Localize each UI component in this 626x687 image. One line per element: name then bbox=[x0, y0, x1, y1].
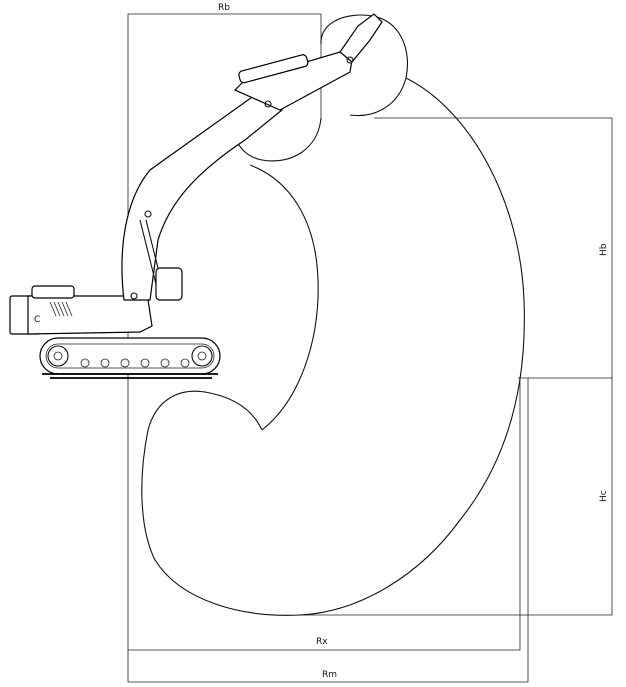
track-inner bbox=[45, 343, 215, 369]
manufacturer-badge: C bbox=[34, 315, 40, 325]
hb-dimension-frame bbox=[374, 117, 613, 378]
track-rollers bbox=[47, 345, 213, 368]
rm-dimension-frame bbox=[127, 378, 529, 683]
working-envelope bbox=[141, 14, 525, 616]
label-rm: Rm bbox=[322, 670, 337, 680]
bucket-tip-arc bbox=[320, 14, 409, 117]
dimension-labels: Rb Hb Hc Rx Rm bbox=[218, 3, 609, 680]
excavator-machine: C bbox=[9, 13, 383, 379]
label-rx: Rx bbox=[316, 637, 328, 647]
boom-foot-pin bbox=[130, 292, 138, 300]
bucket-pin bbox=[346, 56, 354, 64]
upper-structure bbox=[27, 295, 153, 335]
arm-cylinder bbox=[238, 54, 309, 84]
hc-dimension-frame bbox=[300, 378, 613, 616]
track-frame bbox=[39, 337, 221, 375]
hood-grille bbox=[49, 301, 73, 317]
engine-hood bbox=[31, 285, 75, 299]
rx-dimension-frame bbox=[127, 378, 521, 651]
track-grousers bbox=[42, 373, 218, 379]
inner-digging-curve bbox=[249, 164, 319, 431]
arm-pin bbox=[264, 100, 272, 108]
label-hb: Hb bbox=[599, 243, 609, 256]
label-hc: Hc bbox=[599, 490, 609, 502]
boom-cylinder-pin bbox=[144, 210, 152, 218]
boom bbox=[121, 89, 283, 301]
outer-reach-curve bbox=[141, 77, 525, 616]
bucket bbox=[339, 13, 383, 63]
upper-inner-arc bbox=[235, 117, 322, 162]
label-rb: Rb bbox=[218, 3, 230, 13]
boom-cylinder-rod-end bbox=[155, 267, 183, 301]
